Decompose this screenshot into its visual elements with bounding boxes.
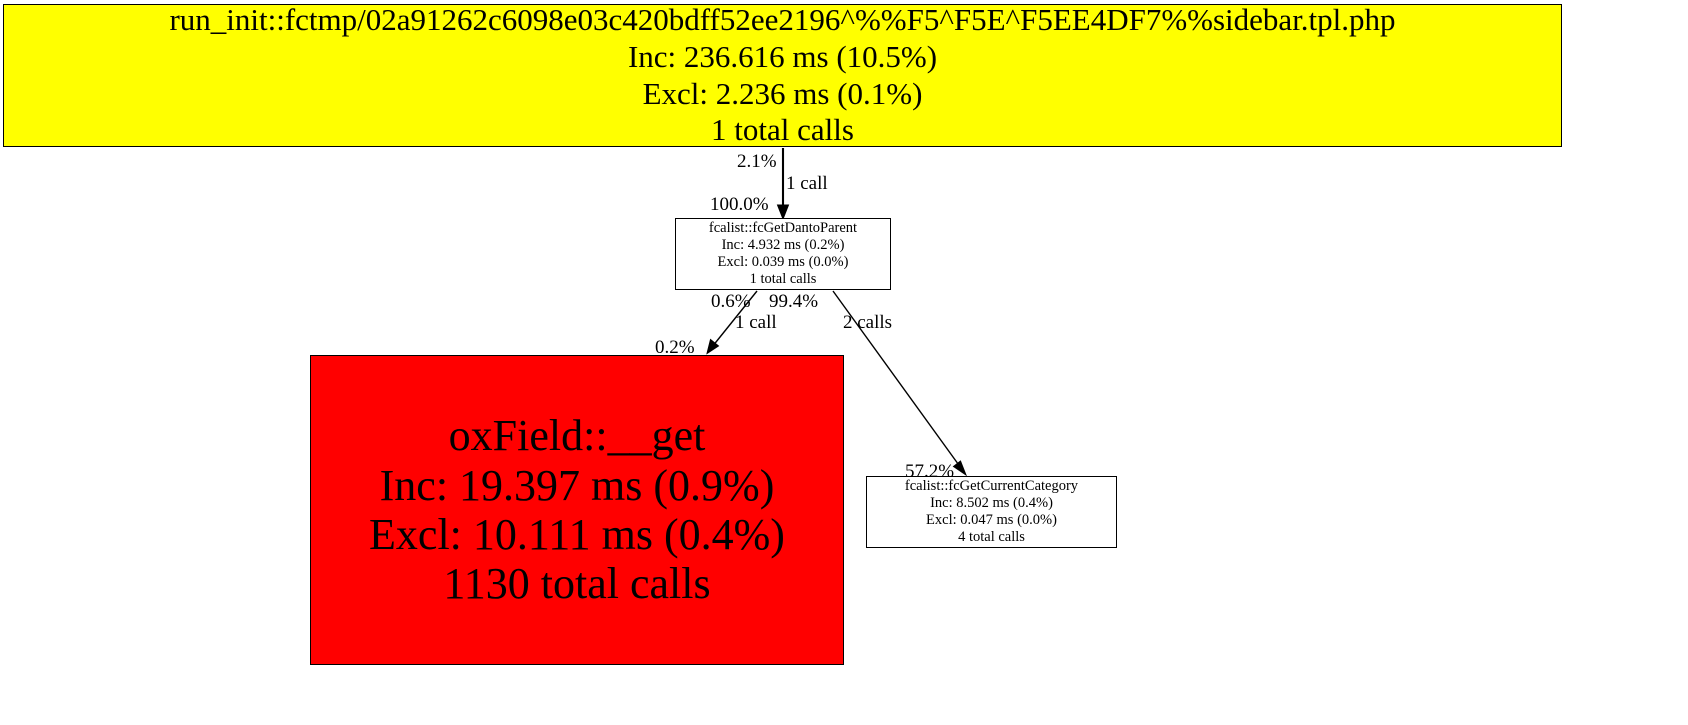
- edge-label-mid-to-right-calls: 2 calls: [843, 312, 893, 333]
- edge-label-root-to-mid-tail-pct: 2.1%: [737, 151, 777, 172]
- node-root-inclusive: Inc: 236.616 ms (10.5%): [627, 38, 938, 74]
- graph-node-fcgetcurrentcategory[interactable]: fcalist::fcGetCurrentCategory Inc: 8.502…: [866, 476, 1117, 548]
- graph-node-oxfield-get[interactable]: oxField::__get Inc: 19.397 ms (0.9%) Exc…: [310, 355, 844, 665]
- node-red-inclusive: Inc: 19.397 ms (0.9%): [379, 460, 775, 510]
- edge-label-mid-to-right-tail-pct: 99.4%: [769, 291, 819, 312]
- node-mid-calls: 1 total calls: [749, 271, 817, 288]
- node-red-name: oxField::__get: [448, 411, 706, 461]
- node-root-name: run_init::fctmp/02a91262c6098e03c420bdff…: [169, 2, 1396, 38]
- node-root-calls: 1 total calls: [711, 112, 854, 148]
- node-right-calls: 4 total calls: [958, 529, 1025, 546]
- node-root-exclusive: Excl: 2.236 ms (0.1%): [642, 75, 923, 111]
- edge-label-root-to-mid-calls: 1 call: [786, 173, 828, 194]
- node-mid-inclusive: Inc: 4.932 ms (0.2%): [721, 236, 845, 253]
- graph-node-root[interactable]: run_init::fctmp/02a91262c6098e03c420bdff…: [3, 2, 1562, 148]
- edge-label-root-to-mid-head-pct: 100.0%: [710, 194, 769, 215]
- node-mid-name: fcalist::fcGetDantoParent: [708, 219, 858, 236]
- node-right-exclusive: Excl: 0.047 ms (0.0%): [926, 512, 1057, 528]
- edge-label-mid-to-red-tail-pct: 0.6%: [711, 291, 751, 312]
- edge-label-mid-to-right-head-pct: 57.2%: [905, 461, 955, 482]
- node-right-inclusive: Inc: 8.502 ms (0.4%): [930, 494, 1053, 511]
- node-red-exclusive: Excl: 10.111 ms (0.4%): [369, 510, 785, 559]
- node-mid-exclusive: Excl: 0.039 ms (0.0%): [717, 254, 849, 270]
- edge-label-mid-to-red-head-pct: 0.2%: [655, 337, 695, 358]
- graph-node-fcgetdantoparent[interactable]: fcalist::fcGetDantoParent Inc: 4.932 ms …: [675, 218, 891, 290]
- edge-label-mid-to-red-calls: 1 call: [735, 312, 777, 333]
- node-right-name: fcalist::fcGetCurrentCategory: [904, 477, 1079, 494]
- node-red-calls: 1130 total calls: [443, 559, 711, 609]
